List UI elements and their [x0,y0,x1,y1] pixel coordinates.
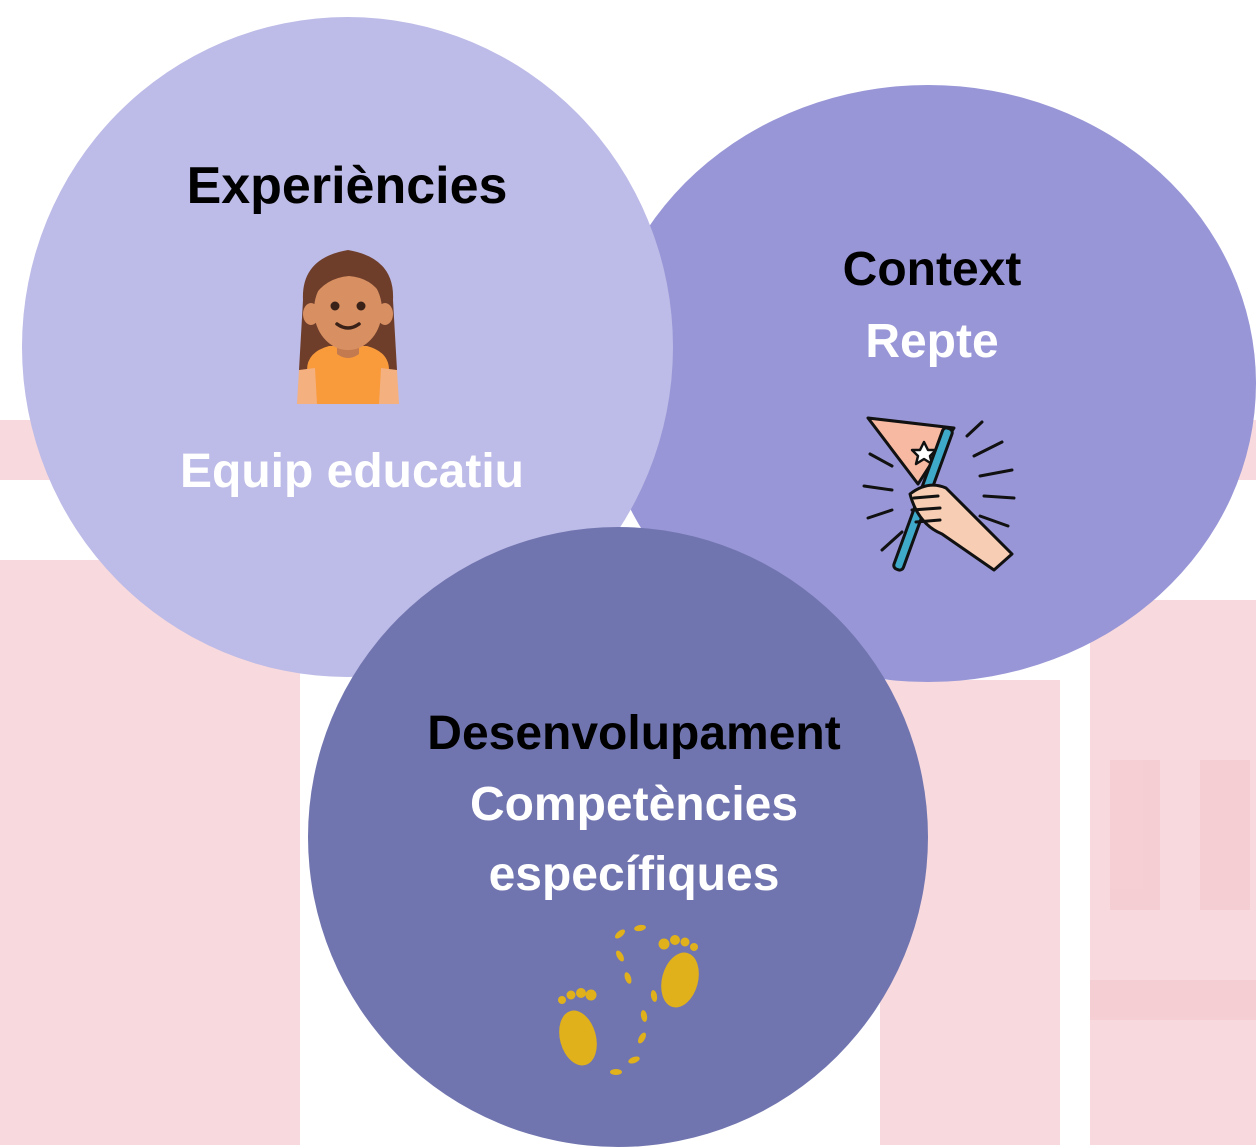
desenvolupament-title: Desenvolupament [427,707,841,760]
experiencies-subtitle: Equip educatiu [179,445,524,498]
context-title: Context [842,243,1022,296]
desenvolupament-circle [308,527,928,1147]
desenvolupament-subtitle-line1: Competències [469,778,799,831]
hand-holding-flag-icon [862,416,1016,572]
girl-avatar-icon [297,250,399,404]
footprints-icon [558,924,699,1075]
desenvolupament-subtitle-line2: específiques [488,848,780,901]
context-subtitle: Repte [865,315,999,368]
experiencies-title: Experiències [186,157,508,215]
